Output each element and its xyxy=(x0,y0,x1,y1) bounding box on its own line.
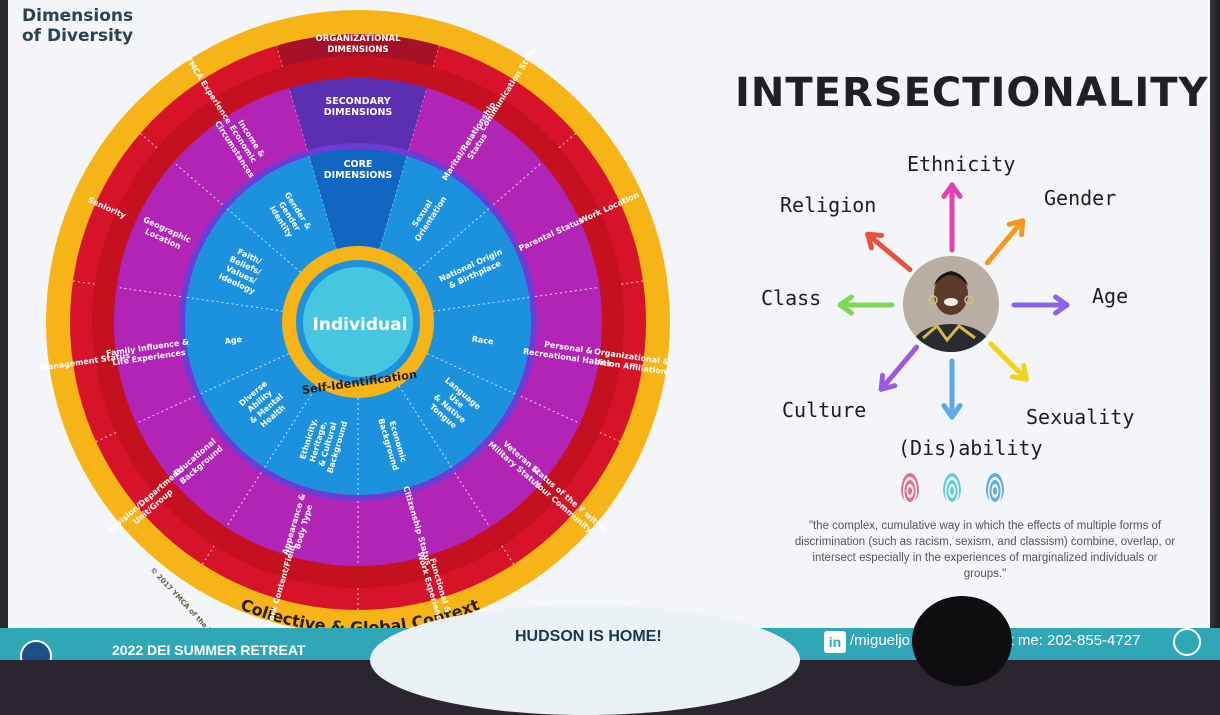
audience-silhouette xyxy=(912,596,1012,686)
arrow-head-ethnicity xyxy=(941,182,955,199)
ring-divider xyxy=(520,395,581,424)
fingerprint-icon-pink xyxy=(901,473,919,503)
quote-line-3: intersect especially in the experiences … xyxy=(812,552,1158,564)
ring-divider xyxy=(398,385,452,468)
footer-contact-text: xt me: 202-855-4727 xyxy=(1002,632,1141,649)
footer-hudson-banner xyxy=(370,605,800,715)
organizational-dimensions-header-line: ORGANIZATIONAL xyxy=(316,34,402,44)
ring-divider xyxy=(599,432,621,443)
dimension-age-line: Age xyxy=(224,335,243,346)
ring-divider xyxy=(492,161,543,206)
organizational-dimensions-header-line: DIMENSIONS xyxy=(327,45,388,55)
portrait-hair xyxy=(934,271,968,286)
footer-hudson-text: HUDSON IS HOME! xyxy=(515,628,662,645)
secondary-dimensions-header-line: SECONDARY xyxy=(325,96,390,107)
dimensions-of-diversity-wheel: ORGANIZATIONALDIMENSIONSSECONDARYDIMENSI… xyxy=(39,10,670,640)
arrow-religion xyxy=(865,231,913,273)
term-disability: (Dis)ability xyxy=(898,436,1043,460)
center-label: Individual xyxy=(313,315,408,335)
portrait-smile xyxy=(944,298,958,306)
intersectionality-definition: "the complex, cumulative way in which th… xyxy=(790,518,1180,582)
fingerprint-icon-teal xyxy=(943,473,961,503)
core-dimensions-header-wedge xyxy=(309,149,407,250)
arrow-head-religion xyxy=(865,231,874,251)
term-culture: Culture xyxy=(782,398,867,422)
ring-divider xyxy=(200,353,290,395)
brand-mark-icon xyxy=(1173,628,1201,656)
term-age: Age xyxy=(1092,284,1129,308)
intersectionality-title: INTERSECTIONALITY xyxy=(735,70,1209,116)
ring-divider xyxy=(95,432,117,443)
arrow-culture xyxy=(878,344,920,392)
ring-divider xyxy=(173,161,224,206)
ring-divider xyxy=(135,395,196,424)
fingerprint-icon-blue xyxy=(986,473,1004,503)
diagram-title: Dimensions of Diversity xyxy=(22,6,192,46)
diagram-title-line1: Dimensions xyxy=(22,6,134,26)
term-sexuality: Sexuality xyxy=(1026,405,1135,429)
quote-line-1: "the complex, cumulative way in which th… xyxy=(808,520,1162,532)
ring-divider xyxy=(186,296,283,312)
footer-retreat-title: 2022 DEI SUMMER RETREAT xyxy=(112,642,306,658)
ring-divider xyxy=(558,133,576,149)
term-religion: Religion xyxy=(780,193,877,217)
portrait-earring-left xyxy=(928,295,938,305)
ring-divider xyxy=(72,280,95,285)
ring-divider xyxy=(116,286,181,298)
term-gender: Gender xyxy=(1044,186,1117,210)
portrait-earring-right xyxy=(964,295,974,305)
arrow-sexuality xyxy=(988,341,1029,382)
intersectionality-arrows xyxy=(837,182,1070,420)
portrait-face xyxy=(934,273,968,315)
arrow-head-sexuality xyxy=(1021,362,1029,382)
term-ethnicity: Ethnicity xyxy=(907,152,1016,176)
portrait-pattern xyxy=(922,323,976,343)
arrow-head-age xyxy=(1053,294,1070,308)
secondary-dimensions-header-line: DIMENSIONS xyxy=(324,107,393,118)
ring-divider xyxy=(201,545,215,565)
arrow-gender xyxy=(984,218,1026,266)
arrow-group xyxy=(837,182,1070,420)
ring-divider xyxy=(501,545,515,565)
arrow-head-gender xyxy=(1006,218,1026,227)
footer-linkedin-handle: /migueljo xyxy=(850,632,911,649)
secondary-dimensions-header-wedge xyxy=(289,78,427,151)
linkedin-icon: in xyxy=(824,631,846,653)
ring-divider xyxy=(433,296,530,312)
ring-divider xyxy=(226,208,301,273)
diagram-title-line2: of Diversity xyxy=(22,26,134,46)
arrow-head-culture xyxy=(878,383,898,392)
ring-divider xyxy=(225,472,262,528)
core-dimensions-header-line: DIMENSIONS xyxy=(324,170,393,181)
portrait-illustration xyxy=(903,256,999,352)
ring-divider xyxy=(454,472,491,528)
ring-divider xyxy=(621,280,644,285)
arrow-head-class xyxy=(837,302,854,316)
ring-divider xyxy=(415,208,490,273)
quote-line-4: groups." xyxy=(963,568,1007,580)
dimension-race: Race xyxy=(471,334,494,346)
term-class: Class xyxy=(761,286,822,310)
center-circle xyxy=(303,267,413,377)
local-logo-icon xyxy=(20,640,52,660)
portrait-photo xyxy=(903,256,999,352)
dimension-age: Age xyxy=(224,335,243,346)
screen-frame-edge xyxy=(1210,0,1220,660)
ring-divider xyxy=(426,353,516,395)
arrow-head-disability xyxy=(949,403,963,420)
core-dimensions-header-line: CORE xyxy=(344,159,373,170)
ring-divider xyxy=(140,133,158,149)
ring-divider xyxy=(264,385,318,468)
quote-line-2: discrimination (such as racism, sexism, … xyxy=(794,536,1176,548)
ring-headers: ORGANIZATIONALDIMENSIONSSECONDARYDIMENSI… xyxy=(276,33,440,250)
organizational-dimensions-header-wedge xyxy=(276,33,440,67)
ring-divider xyxy=(535,286,600,298)
dimension-race-line: Race xyxy=(471,334,494,346)
